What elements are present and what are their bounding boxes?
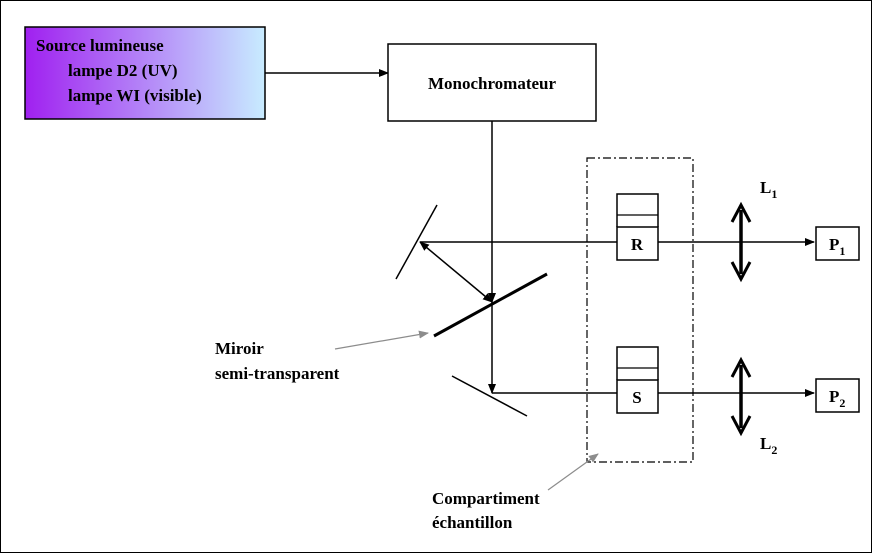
lower-mirror bbox=[451, 375, 528, 417]
mirror-label-line1: Miroir bbox=[215, 339, 264, 358]
lens-l2: L2 bbox=[730, 356, 777, 457]
mirror-annotation: Miroir semi-transparent bbox=[215, 330, 429, 383]
compartment-annotation: Compartiment échantillon bbox=[432, 453, 599, 532]
sample-cuvette: S bbox=[616, 346, 659, 414]
semi-transparent-mirror bbox=[433, 272, 548, 338]
lens-l1-label: L1 bbox=[760, 178, 777, 201]
detector-p1: P1 bbox=[815, 226, 860, 261]
sample-label: S bbox=[632, 388, 641, 407]
source-lamp-visible: lampe WI (visible) bbox=[68, 86, 202, 105]
light-source-box: Source lumineuse lampe D2 (UV) lampe WI … bbox=[24, 26, 266, 120]
detector-p2-label: P2 bbox=[829, 387, 845, 410]
sample-compartment bbox=[586, 157, 694, 463]
compartment-pointer-arrow bbox=[547, 453, 599, 491]
detector-p1-label: P1 bbox=[829, 235, 845, 258]
detector-p2: P2 bbox=[815, 378, 860, 413]
lens-l1: L1 bbox=[730, 178, 777, 283]
reference-cuvette: R bbox=[616, 193, 659, 261]
monochromator-label: Monochromateur bbox=[428, 74, 557, 93]
mirror-label-line2: semi-transparent bbox=[215, 364, 340, 383]
beam-splitter-to-upper-mirror bbox=[419, 241, 493, 303]
compartment-label-line2: échantillon bbox=[432, 513, 513, 532]
compartment-label-line1: Compartiment bbox=[432, 489, 540, 508]
reference-label: R bbox=[631, 235, 644, 254]
source-title: Source lumineuse bbox=[36, 36, 164, 55]
source-lamp-uv: lampe D2 (UV) bbox=[68, 61, 178, 80]
lens-l2-label: L2 bbox=[760, 434, 777, 457]
upper-mirror bbox=[395, 204, 438, 280]
mirror-pointer-arrow bbox=[334, 330, 429, 350]
monochromator-box: Monochromateur bbox=[387, 43, 597, 122]
